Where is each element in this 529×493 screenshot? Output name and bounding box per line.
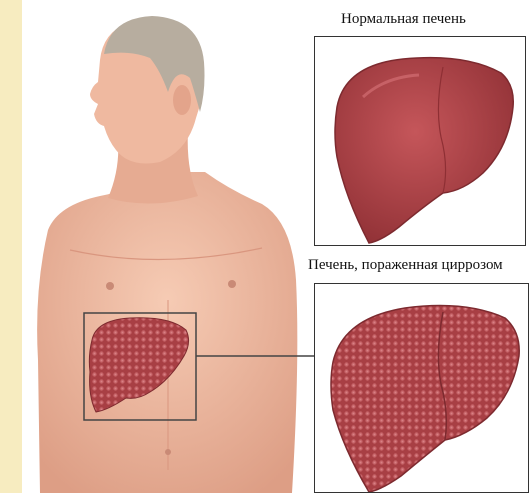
cirrhotic-liver-caption: Печень, пораженная циррозом <box>308 258 503 273</box>
normal-liver-image <box>315 37 526 246</box>
left-nipple <box>106 282 114 290</box>
right-nipple <box>228 280 236 288</box>
normal-liver-inset <box>314 36 526 246</box>
cirrhotic-liver-shape <box>331 306 519 492</box>
navel <box>165 449 171 455</box>
ear-shape <box>173 85 191 115</box>
normal-liver-caption: Нормальная печень <box>341 12 466 27</box>
cirrhotic-liver-image <box>315 284 529 493</box>
normal-liver-shape <box>335 58 513 243</box>
cirrhotic-liver-inset <box>314 283 529 493</box>
